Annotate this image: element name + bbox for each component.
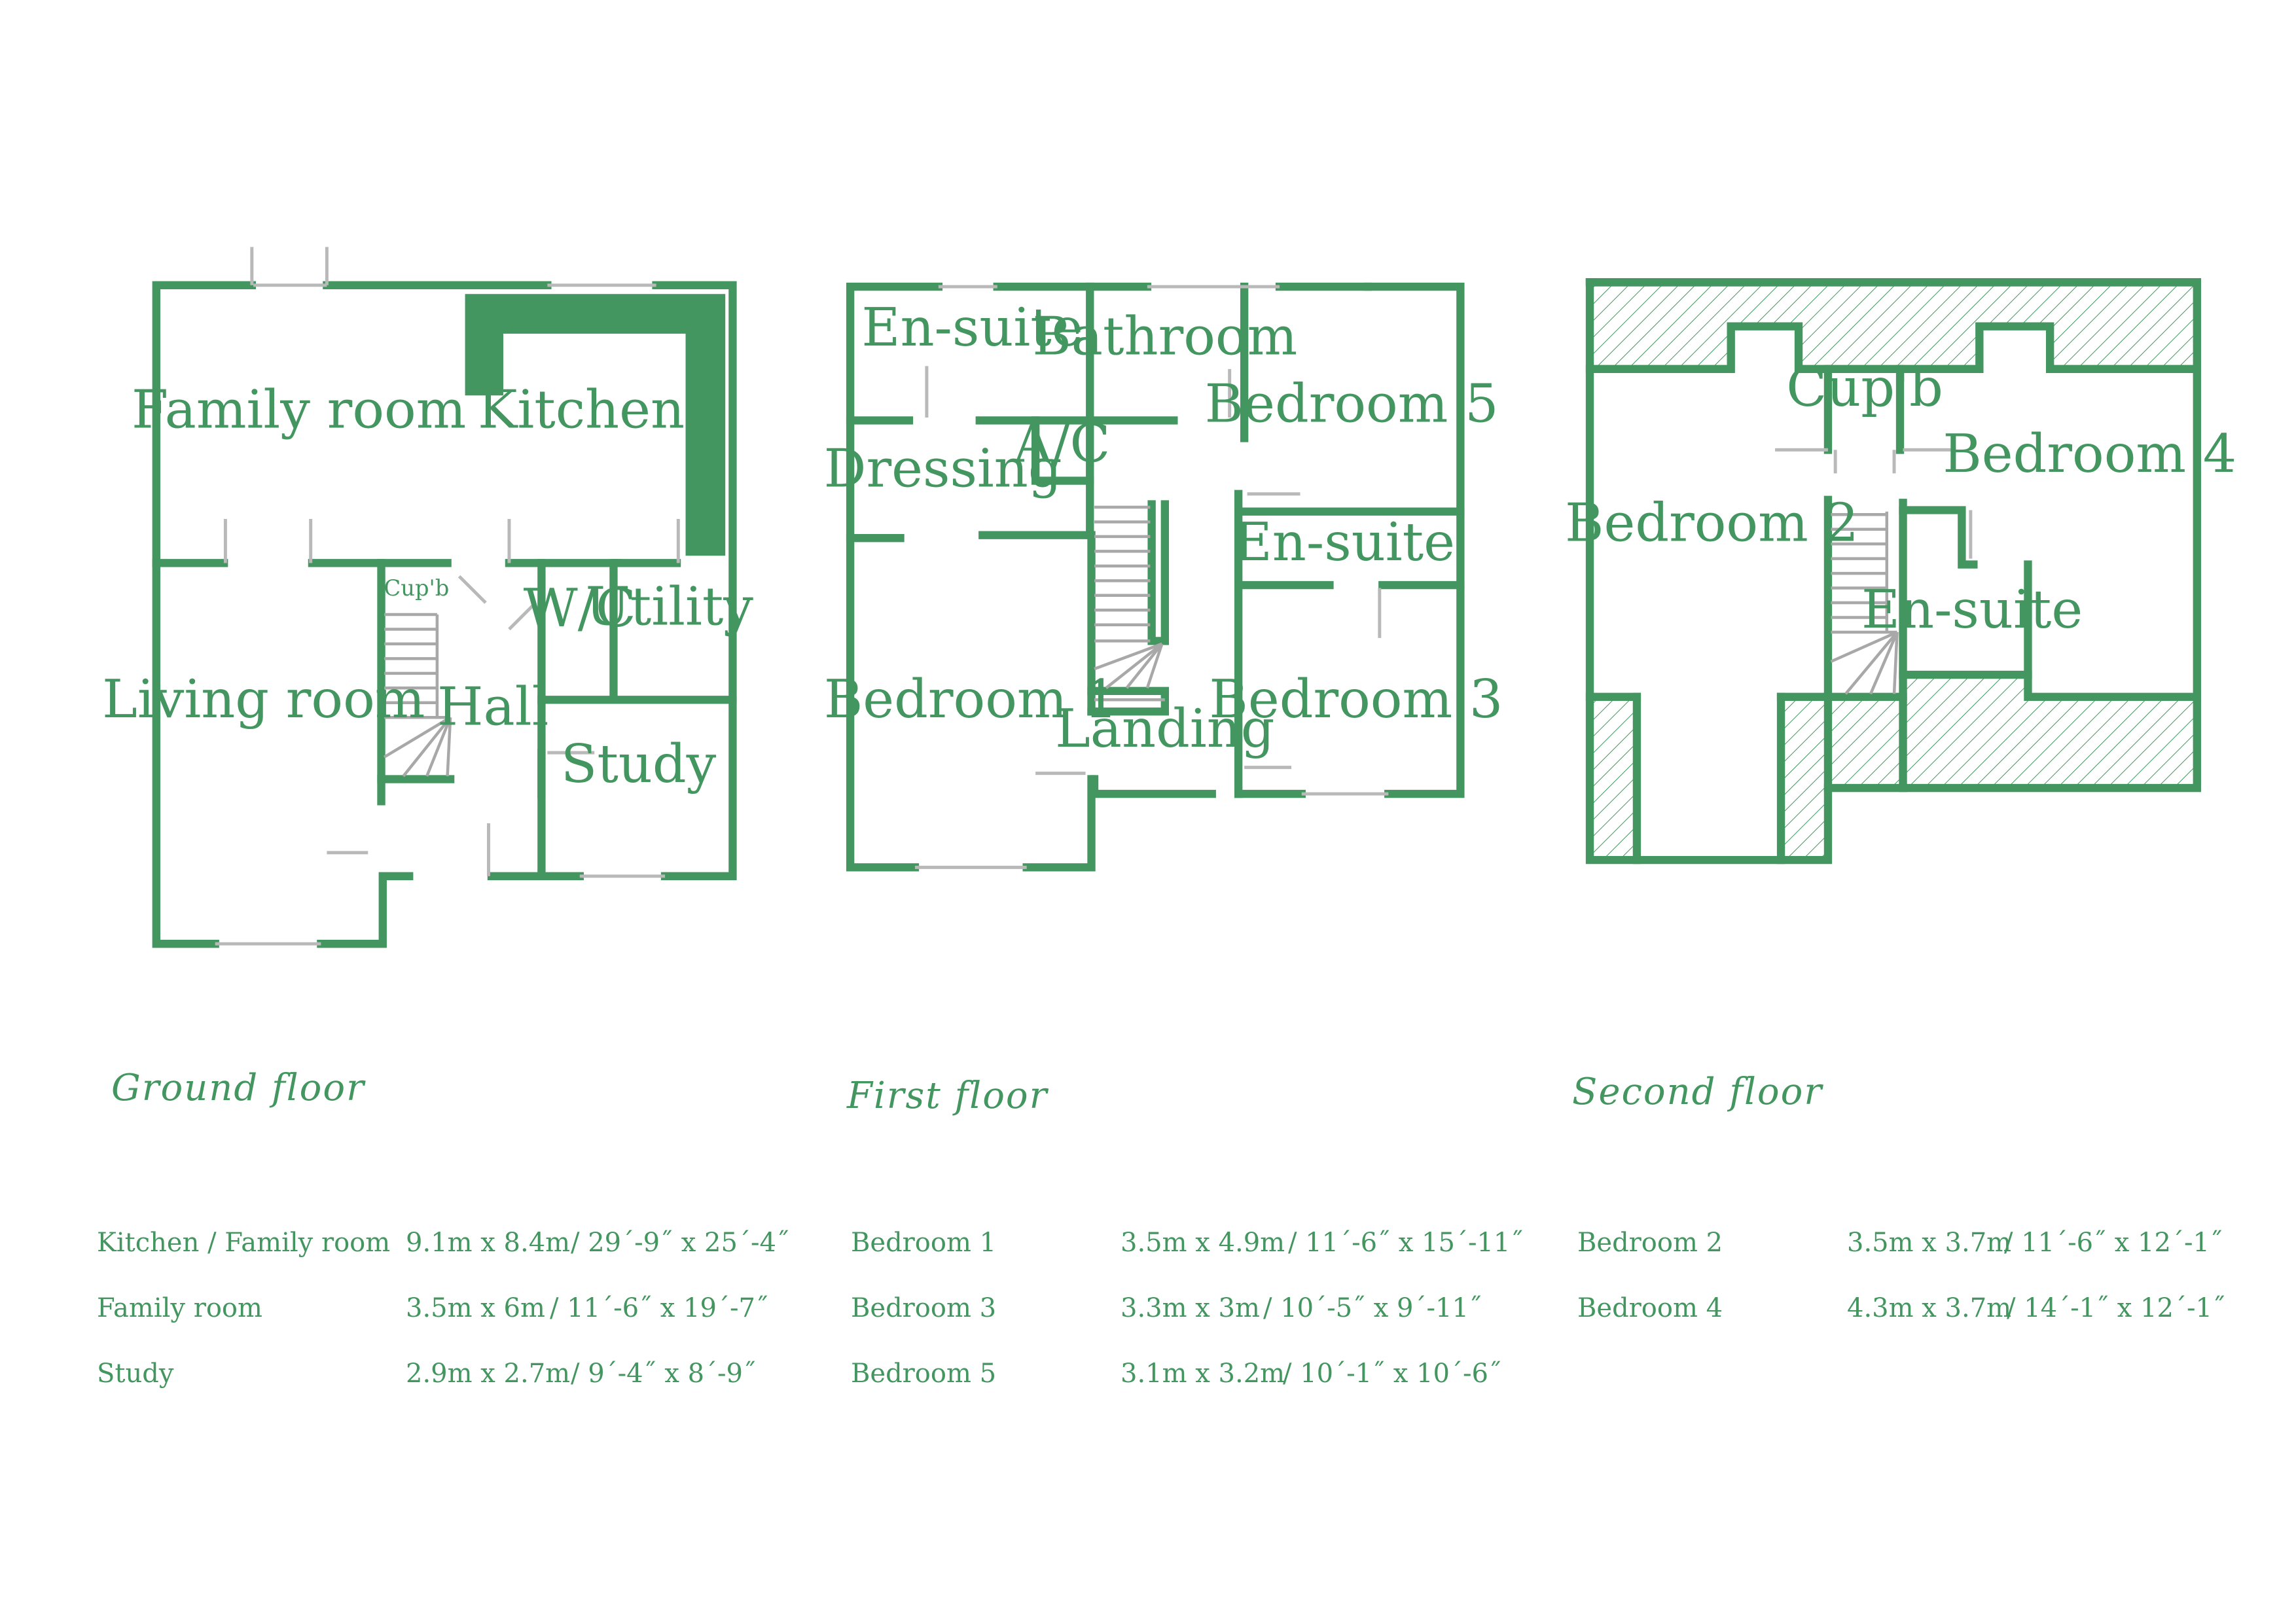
dimension-metric: 9.1m x 8.4m: [406, 1228, 571, 1258]
kitchen-counter: [465, 294, 726, 556]
dimension-metric: 3.1m x 3.2m: [1121, 1359, 1285, 1389]
ground-floor-doors: [215, 247, 680, 946]
second-floor-stairs: [1830, 511, 1899, 695]
room-label-family-room: Family room: [132, 380, 466, 441]
room-label-bedroom-4: Bedroom 4: [1943, 423, 2236, 485]
first-floor-stairs: [1094, 505, 1165, 702]
dimension-imperial: / 10´-1˝ x 10´-6˝: [1283, 1359, 1501, 1389]
room-label-cupboard: Cup'b: [1786, 357, 1943, 419]
room-label-bedroom-5: Bedroom 5: [1205, 374, 1499, 435]
first-floor-walls: [846, 282, 1465, 872]
dimension-metric: 3.5m x 6m: [406, 1293, 545, 1323]
room-label-bedroom-3: Bedroom 3: [1209, 669, 1503, 730]
first-floor-plan: En-suite Bathroom Bedroom 5 A/C Dressing…: [824, 282, 1503, 872]
dimension-metric: 3.3m x 3m: [1121, 1293, 1260, 1323]
first-floor-doors: [914, 285, 1389, 869]
room-label-bedroom-1: Bedroom 1: [824, 669, 1118, 730]
dimension-imperial: / 9´-4˝ x 8´-9˝: [571, 1359, 757, 1389]
dimension-room-name: Study: [97, 1359, 174, 1389]
second-floor-eaves-hatching: [1590, 282, 2197, 861]
ground-floor-room-labels: Family room Kitchen Cup'b W/C Utility Li…: [102, 380, 753, 795]
dimension-room-name: Bedroom 5: [851, 1359, 997, 1389]
dimension-imperial: / 11´-6˝ x 12´-1˝: [2004, 1228, 2223, 1258]
room-label-hall: Hall: [437, 676, 548, 738]
second-floor-room-labels: Cup'b Bedroom 4 Bedroom 2 En-suite: [1565, 357, 2236, 641]
second-floor-plan: Cup'b Bedroom 4 Bedroom 2 En-suite: [1565, 278, 2236, 865]
room-label-ensuite: En-suite: [1234, 512, 1455, 573]
dimension-imperial: / 29´-9˝ x 25´-4˝: [571, 1228, 789, 1258]
dimension-metric: 4.3m x 3.7m: [1847, 1293, 2012, 1323]
ground-floor-walls: [152, 281, 737, 948]
room-label-utility: Utility: [586, 577, 754, 638]
dimension-room-name: Bedroom 2: [1577, 1228, 1723, 1258]
second-floor-doors: [1775, 448, 1973, 559]
room-label-living-room: Living room: [102, 669, 425, 730]
ground-floor-stairs: [383, 613, 452, 777]
room-label-ensuite: En-suite: [861, 297, 1083, 359]
ground-floor-title: Ground floor: [111, 1067, 365, 1109]
dimension-room-name: Kitchen / Family room: [97, 1228, 391, 1258]
room-label-dressing: Dressing: [824, 438, 1062, 500]
room-label-bathroom: Bathroom: [1032, 306, 1297, 367]
dimension-imperial: / 11´-6˝ x 19´-7˝: [550, 1293, 768, 1323]
dimension-imperial: / 11´-6˝ x 15´-11˝: [1288, 1228, 1524, 1258]
dimension-room-name: Bedroom 4: [1577, 1293, 1723, 1323]
ground-floor-plan: Family room Kitchen Cup'b W/C Utility Li…: [102, 247, 753, 948]
room-label-bedroom-2: Bedroom 2: [1565, 493, 1859, 554]
room-label-cupboard: Cup'b: [384, 575, 449, 601]
dimension-metric: 3.5m x 4.9m: [1121, 1228, 1285, 1258]
first-floor-title: First floor: [847, 1075, 1049, 1117]
dimension-imperial: / 10´-5˝ x 9´-11˝: [1263, 1293, 1482, 1323]
first-floor-room-labels: En-suite Bathroom Bedroom 5 A/C Dressing…: [824, 297, 1503, 760]
room-label-ensuite: En-suite: [1861, 579, 2083, 641]
dimension-metric: 2.9m x 2.7m: [406, 1359, 571, 1389]
dimension-metric: 3.5m x 3.7m: [1847, 1228, 2012, 1258]
dimension-room-name: Bedroom 3: [851, 1293, 997, 1323]
room-label-kitchen: Kitchen: [478, 380, 685, 441]
dimension-room-name: Family room: [97, 1293, 262, 1323]
dimension-room-name: Bedroom 1: [851, 1228, 997, 1258]
room-label-landing: Landing: [1055, 698, 1274, 760]
room-label-ac: A/C: [1013, 413, 1111, 474]
second-floor-title: Second floor: [1572, 1071, 1823, 1113]
second-floor-walls: [1585, 278, 2201, 865]
room-label-study: Study: [561, 734, 717, 795]
room-label-wc: W/C: [524, 578, 636, 639]
dimension-imperial: / 14´-1˝ x 12´-1˝: [2007, 1293, 2225, 1323]
